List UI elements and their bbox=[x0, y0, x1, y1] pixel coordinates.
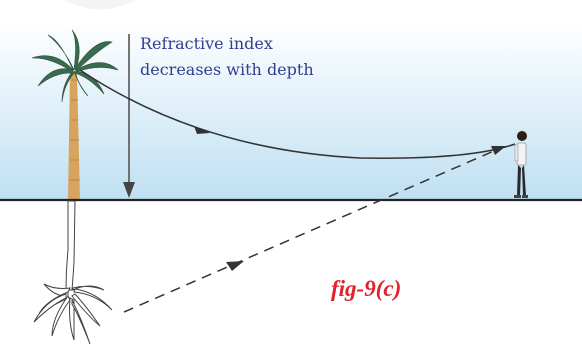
inverted-palm-image-icon bbox=[34, 201, 112, 344]
palm-tree-icon bbox=[32, 30, 118, 200]
annotation-line-2: decreases with depth bbox=[140, 62, 314, 78]
apparent-ray-dashed bbox=[124, 147, 503, 312]
annotation-line-1: Refractive index bbox=[140, 36, 273, 52]
person-icon bbox=[514, 131, 528, 198]
depth-arrow bbox=[123, 34, 135, 198]
curved-light-ray bbox=[80, 70, 515, 158]
dashed-ray-arrowhead-top bbox=[491, 146, 506, 155]
ray-direction-arrow bbox=[194, 126, 210, 134]
dashed-ray-arrow bbox=[226, 261, 244, 271]
figure-label: fig-9(c) bbox=[331, 277, 401, 300]
